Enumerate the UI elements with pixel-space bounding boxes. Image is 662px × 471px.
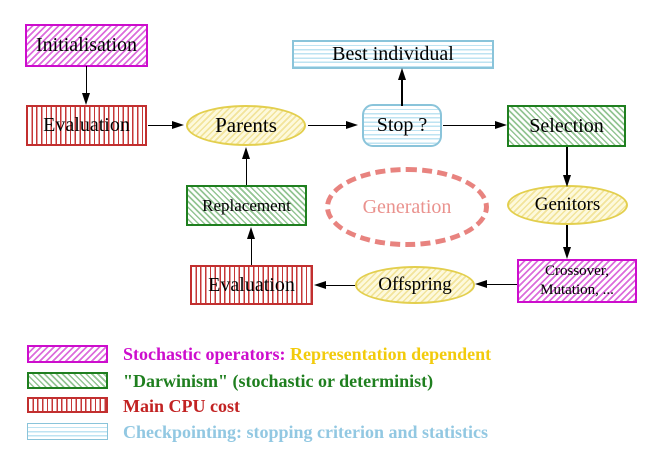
arrow-eval-to-replacement-head: [247, 227, 255, 239]
node-selection: Selection: [507, 105, 626, 147]
arrow-stop-to-selection-head: [495, 120, 507, 129]
arrow-selection-to-genitors-line: [566, 147, 568, 175]
crossover-line1: Crossover,: [545, 263, 609, 280]
arrow-offspring-to-eval-line: [326, 284, 355, 286]
node-replacement: Replacement: [186, 185, 307, 226]
arrow-eval-to-parents-line: [148, 124, 172, 126]
node-evaluation-bottom: Evaluation: [190, 265, 313, 305]
arrow-stop-to-best-line: [401, 80, 403, 106]
legend-label-darwinism: "Darwinism" (stochastic or determinist): [123, 371, 434, 391]
crossover-line2: Mutation, ...: [540, 282, 614, 298]
arrow-selection-to-genitors-head: [562, 175, 571, 187]
arrow-eval-to-replacement-line: [250, 239, 252, 265]
legend-swatch-darwinism: [27, 372, 108, 389]
node-genitors: Genitors: [507, 185, 628, 225]
node-evaluation-top: Evaluation: [26, 105, 147, 146]
arrow-stop-to-best-head: [397, 68, 406, 80]
arrow-replacement-to-parents-head: [242, 147, 250, 159]
arrow-eval-to-parents-head: [172, 120, 184, 129]
legend-label-cpu-cost: Main CPU cost: [123, 396, 240, 416]
arrow-parents-to-stop-head: [346, 120, 358, 129]
arrow-stop-to-selection-line: [443, 124, 495, 126]
legend-swatch-stochastic: [27, 345, 108, 363]
arrow-genitors-to-crossover-line: [566, 225, 568, 247]
arrow-offspring-to-eval-head: [314, 280, 326, 289]
legend-label-stochastic-operators: Stochastic operators:: [123, 344, 286, 364]
legend-label-representation-dependent: Representation dependent: [289, 344, 492, 364]
arrow-init-to-eval-line: [85, 66, 87, 94]
node-initialisation: Initialisation: [25, 24, 148, 67]
arrow-crossover-to-offspring-line: [487, 283, 517, 285]
arrow-parents-to-stop-line: [308, 124, 346, 126]
node-generation: Generation: [325, 167, 489, 247]
node-best-individual: Best individual: [292, 40, 494, 69]
legend-label-stochastic: Stochastic operators: Representation dep…: [123, 344, 491, 365]
node-crossover-mutation: Crossover, Mutation, ...: [517, 259, 637, 303]
node-parents: Parents: [186, 105, 306, 146]
legend-swatch-cpu-cost: [27, 397, 108, 413]
arrow-crossover-to-offspring-head: [475, 279, 487, 288]
node-offspring: Offspring: [355, 266, 475, 304]
arrow-genitors-to-crossover-head: [562, 247, 571, 259]
arrow-replacement-to-parents-line: [245, 159, 247, 185]
node-stop: Stop ?: [362, 104, 442, 147]
legend-label-checkpointing: Checkpointing: stopping criterion and st…: [123, 422, 489, 442]
legend-swatch-checkpointing: [27, 423, 108, 440]
arrow-init-to-eval-head: [82, 93, 90, 105]
